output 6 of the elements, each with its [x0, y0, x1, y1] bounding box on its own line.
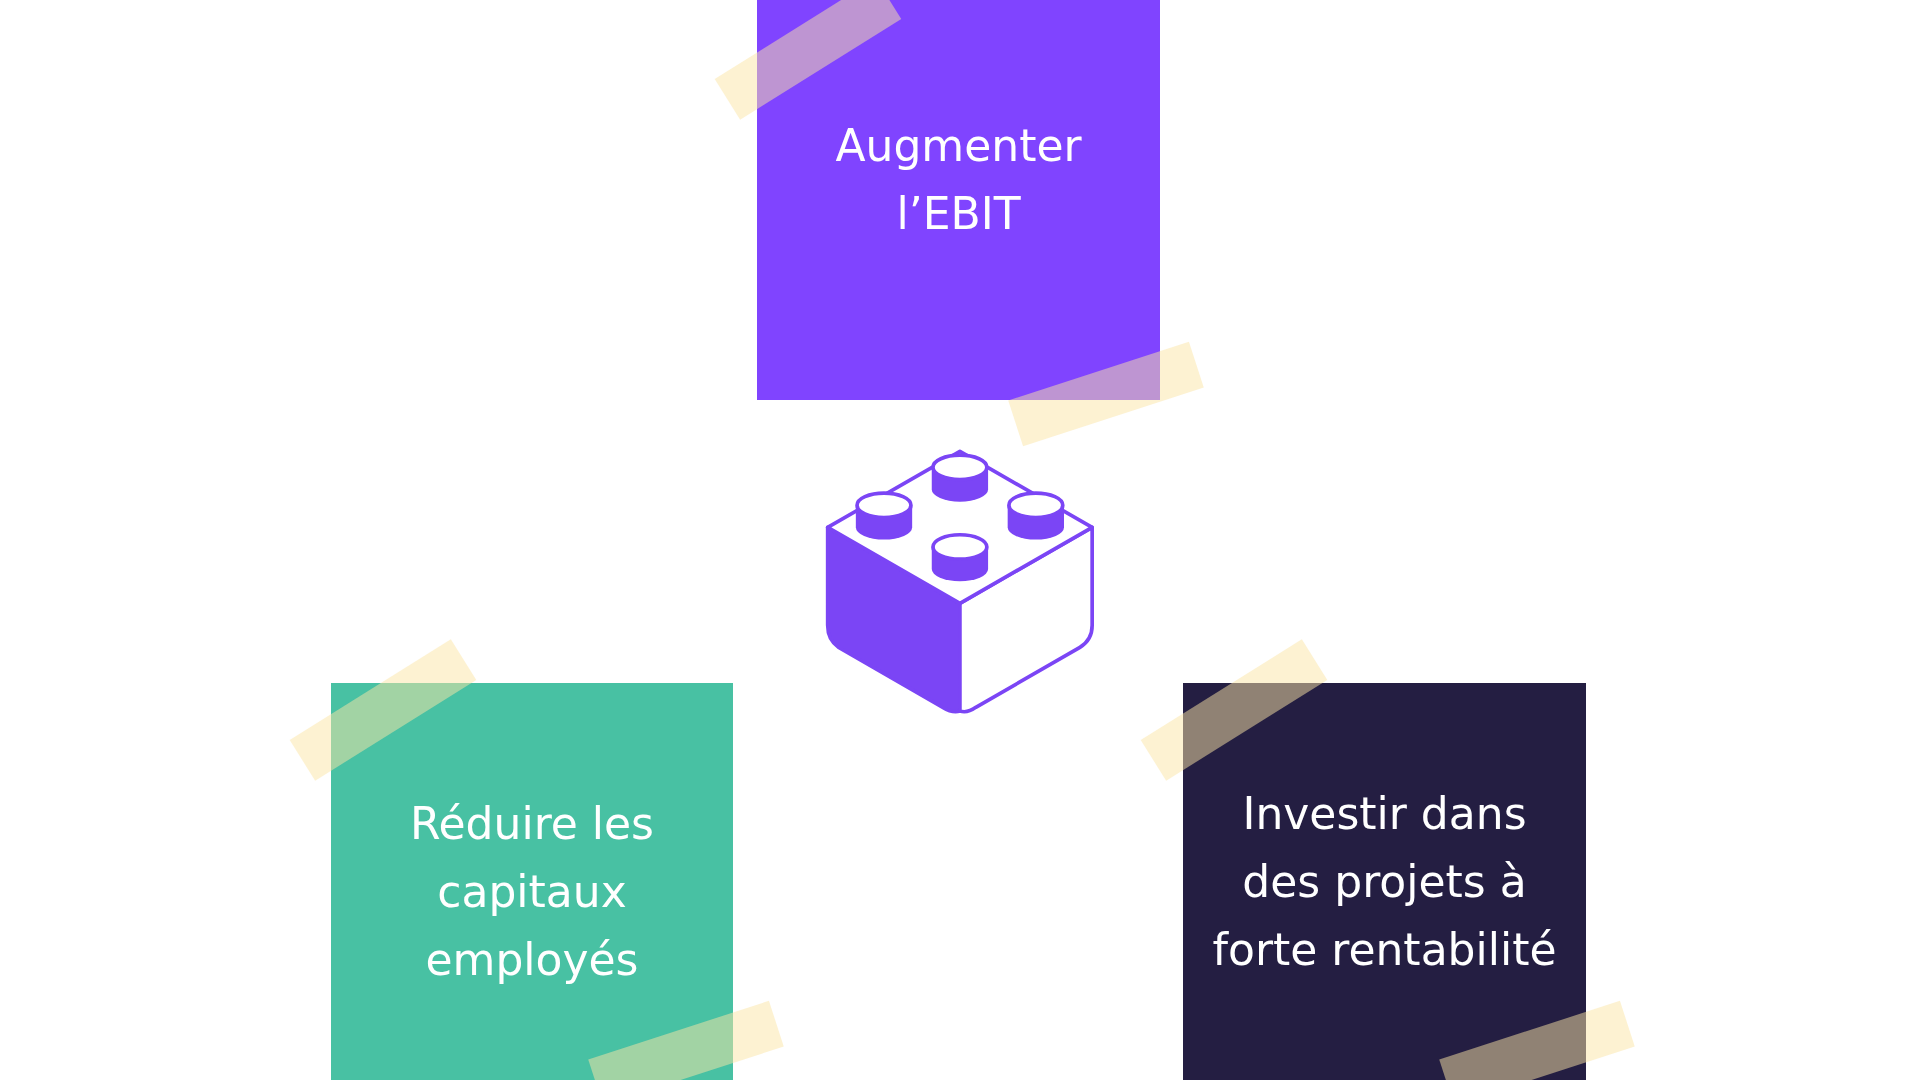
text-card — [331, 683, 733, 1080]
text-card — [1183, 683, 1586, 1080]
card-text: Réduire les capitaux employés — [408, 796, 656, 987]
text-card — [757, 0, 1160, 400]
card-text: Investir dans des projets à forte rentabilité — [1211, 786, 1558, 977]
card-text: Augmenter l’EBIT — [834, 119, 1083, 241]
